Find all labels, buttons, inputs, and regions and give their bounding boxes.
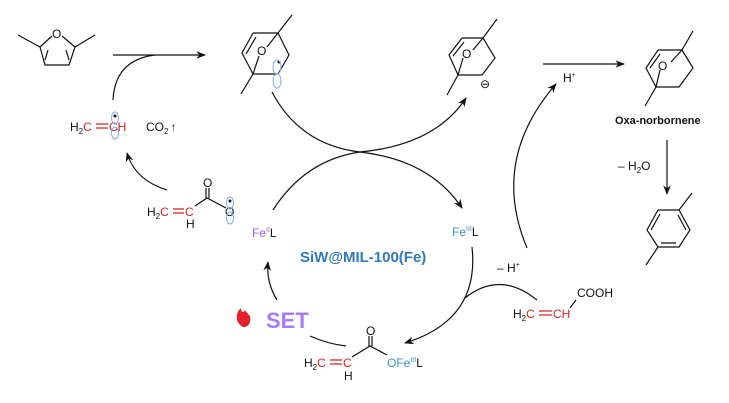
label-part: 2 (522, 314, 527, 323)
set-label: SET (266, 308, 309, 333)
label-part: H (147, 205, 156, 219)
orbital-lobe (111, 111, 119, 125)
iron-acrylate: H2C C H O OFeIIIL (304, 324, 423, 383)
reduction-arc (272, 97, 467, 211)
label-part: + (572, 72, 576, 79)
label-part: 2 (164, 127, 169, 136)
acrylate-radical: H2C C H O O (147, 176, 234, 231)
label-part: C (160, 205, 169, 219)
carbon-label: C (83, 120, 92, 134)
label-part: III (466, 226, 472, 233)
label-part: Fe (452, 225, 466, 239)
orbital-lobe (111, 126, 119, 140)
h-label: H (70, 120, 79, 134)
set-arc-tail (309, 335, 347, 347)
chem-label: OFeIIIL (387, 356, 423, 370)
minus-h-plus-label: – H+ (497, 261, 520, 275)
label-part: – H (497, 261, 516, 275)
dimethylfuran-structure: O (17, 27, 96, 66)
proton-transfer-arc (513, 83, 557, 249)
orbital-lobe (272, 73, 282, 89)
acrylic-acid: COOH H2C CH (513, 286, 613, 323)
fe-ii-complex: FeIIL (252, 226, 277, 240)
label-part: C (317, 356, 326, 370)
label-part: Fe (252, 226, 266, 240)
fe-iii-complex: FeIIIL (452, 225, 479, 239)
flame-icon (236, 308, 251, 327)
label-part: 2 (637, 166, 642, 175)
label-part: OFe (387, 356, 411, 370)
label-part: L (270, 226, 277, 240)
chem-label: H2C (147, 205, 169, 221)
furan-oxygen: O (52, 27, 61, 41)
label-part: H (563, 71, 572, 85)
catalyst-label: SiW@MIL-100(Fe) (300, 249, 426, 266)
label-part: III (410, 357, 416, 364)
label-part: 2 (156, 212, 161, 221)
h-label: H (118, 120, 127, 134)
orbital-lobe (272, 59, 282, 75)
label-part: – H (618, 159, 637, 173)
label-part: H (304, 356, 313, 370)
label-part: L (416, 356, 423, 370)
negative-charge: ⊖ (480, 77, 490, 91)
carbonyl-oxygen: O (366, 324, 375, 338)
label-part: ↑ (170, 120, 176, 134)
radical-oxanorbornene-structure: O (240, 14, 293, 95)
label-part: L (472, 225, 479, 239)
product-label: Oxa-norbornene (615, 115, 701, 127)
minus-h2o-label: – H2O (618, 159, 650, 175)
h-label: H (186, 217, 195, 231)
chem-label: H2C (513, 307, 535, 323)
p-xylene-structure (645, 192, 693, 266)
bridge-oxygen: O (462, 47, 471, 61)
bridge-oxygen: O (257, 44, 266, 58)
carbon-label: C (185, 205, 194, 219)
orbital-lobe (226, 196, 234, 210)
carboxyl-label: COOH (577, 286, 613, 300)
carbonyl-oxygen: O (203, 176, 212, 190)
orbital-lobe (226, 211, 234, 225)
carbon-label: CH (553, 307, 570, 321)
label-part: II (266, 227, 270, 234)
h-label: H (344, 369, 353, 383)
merge-arc (112, 54, 156, 101)
label-part: O (641, 159, 650, 173)
carbon-label: C (343, 356, 352, 370)
chem-label: H2C (70, 120, 92, 136)
co2-release: CO2↑ (146, 120, 176, 136)
fe-iii-to-carboxylate-arrow (404, 246, 474, 345)
electron-transfer-arc (271, 91, 463, 209)
label-part: CO (146, 120, 164, 134)
oxa-norbornene-structure: O (644, 30, 694, 107)
label-part: C (526, 307, 535, 321)
label-part: + (516, 262, 520, 269)
set-arrow (263, 261, 278, 301)
subscript: 2 (79, 127, 84, 136)
chem-label: H2C (304, 356, 326, 372)
radical-dot (113, 114, 117, 118)
decarboxylation-arrow (125, 152, 168, 191)
coordination-arc (464, 283, 538, 301)
label-part: 2 (313, 363, 318, 372)
anionic-oxanorbornene-structure: O ⊖ (446, 18, 498, 96)
label-part: H (513, 307, 522, 321)
bridge-oxygen: O (658, 59, 667, 73)
h-plus-label: H+ (563, 71, 576, 85)
vinyl-radical: H2C CH (70, 111, 127, 140)
